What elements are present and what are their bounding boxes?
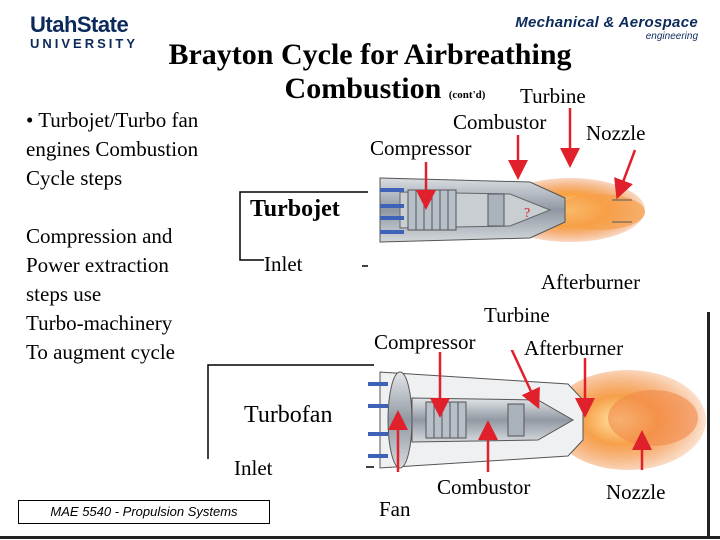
- turbofan-fan-label: Fan: [379, 497, 411, 521]
- turbojet-inlet-bracket: [239, 191, 368, 267]
- turbojet-combustor-label: Combustor: [453, 110, 547, 134]
- slide-title: Brayton Cycle for Airbreathing Combustio…: [120, 38, 620, 112]
- para2-line3: steps use: [26, 282, 102, 306]
- nozzle-arrow: [614, 149, 637, 200]
- bullet-1: • Turbojet/Turbo fan engines Combustion …: [26, 108, 199, 190]
- turbojet-question: ?: [524, 206, 530, 221]
- right-edge-rule: [707, 312, 710, 537]
- mae-logo-line1: Mechanical & Aerospace: [515, 14, 698, 31]
- mae-logo: Mechanical & Aerospace engineering: [478, 14, 698, 42]
- turbofan-compressor-label: Compressor: [374, 330, 476, 354]
- turbofan-arrows: [388, 350, 652, 472]
- title-line1: Brayton Cycle for Airbreathing: [168, 38, 572, 71]
- title-line2-text: Combustion: [284, 72, 442, 105]
- title-line2: Combustion (cont'd): [120, 72, 620, 112]
- turbojet-nozzle-label: Nozzle: [586, 121, 646, 145]
- turbojet-inlet-label: Inlet: [264, 252, 303, 276]
- mae-logo-line2: engineering: [645, 31, 698, 42]
- usu-logo: UtahState UNIVERSITY: [30, 14, 152, 52]
- turbojet-arrows: [416, 108, 637, 210]
- turbofan-turbine-label: Turbine: [484, 303, 550, 327]
- turbofan-combustor-label: Combustor: [437, 475, 531, 499]
- turbofan-inlet-label: Inlet: [234, 456, 273, 480]
- bottom-edge-rule: [0, 536, 720, 539]
- turbofan-afterburner-label: Afterburner: [524, 336, 624, 360]
- turbojet-turbine-label: Turbine: [520, 84, 586, 108]
- title-suffix: (cont'd): [448, 89, 486, 101]
- usu-logo-line1: UtahState: [30, 12, 129, 37]
- para2-line5: To augment cycle: [26, 340, 175, 364]
- para2-line1: Compression and: [26, 224, 173, 248]
- turbojet-compressor-label: Compressor: [370, 136, 472, 160]
- para2-line4: Turbo-machinery: [26, 311, 173, 335]
- footer-course: MAE 5540 - Propulsion Systems: [18, 500, 270, 524]
- turbojet-afterburner-label: Afterburner: [541, 270, 641, 294]
- turbojet-label: Turbojet: [250, 196, 340, 222]
- paragraph-2: Compression and Power extraction steps u…: [26, 222, 226, 367]
- turbofan-inlet-bracket: [207, 364, 374, 468]
- usu-logo-line2: UNIVERSITY: [30, 36, 139, 51]
- turbofan-nozzle-label: Nozzle: [606, 480, 666, 504]
- turbofan-label: Turbofan: [244, 402, 333, 428]
- para2-line2: Power extraction: [26, 253, 169, 277]
- tf-turbine-arrow: [510, 350, 540, 410]
